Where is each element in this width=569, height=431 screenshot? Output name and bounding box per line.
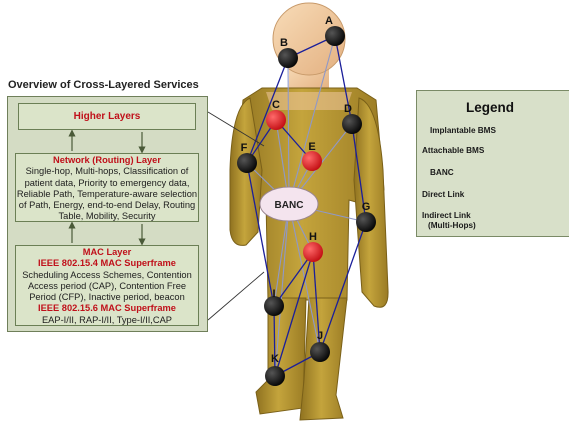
node-label-h: H <box>309 231 317 243</box>
higher-layers-box: Higher Layers <box>18 103 196 130</box>
mac-superframe-802-15-4: IEEE 802.15.4 MAC Superframe <box>16 258 198 269</box>
mac-superframe-802-15-6: IEEE 802.15.6 MAC Superframe <box>16 303 198 314</box>
node-label-i: I <box>272 288 275 300</box>
network-line: patient data, Priority to emergency data… <box>16 178 198 189</box>
node-a-attachable <box>325 26 345 46</box>
node-label-e: E <box>308 141 315 153</box>
legend-indirect-link-sublabel: (Multi-Hops) <box>428 221 476 231</box>
node-d-attachable <box>342 114 362 134</box>
legend-title: Legend <box>466 100 514 115</box>
node-label-c: C <box>272 99 280 111</box>
mac-line: Scheduling Access Schemes, Contention <box>16 270 198 281</box>
node-k-attachable <box>265 366 285 386</box>
node-b-attachable <box>278 48 298 68</box>
legend-indirect-link-label: Indirect Link <box>422 211 471 221</box>
node-label-f: F <box>241 142 248 154</box>
node-h-implantable <box>303 242 323 262</box>
higher-layers-label: Higher Layers <box>19 104 195 129</box>
network-layer-title: Network (Routing) Layer <box>16 155 198 166</box>
network-layer-box: Network (Routing) Layer Single-hop, Mult… <box>15 153 199 222</box>
overview-title: Overview of Cross-Layered Services <box>8 79 199 91</box>
mac-line: Period (CFP), Inactive period, beacon <box>16 292 198 303</box>
node-e-implantable <box>302 151 322 171</box>
legend-implantable-label: Implantable BMS <box>430 126 496 136</box>
mac-line-last: EAP-I/II, RAP-I/II, Type-I/II,CAP <box>16 315 198 326</box>
network-line: Single-hop, Multi-hops, Classification o… <box>16 166 198 177</box>
node-label-d: D <box>344 103 352 115</box>
legend-banc-label: BANC <box>430 168 454 178</box>
mac-layer-title: MAC Layer <box>16 247 198 258</box>
legend-attachable-label: Attachable BMS <box>422 146 484 156</box>
node-c-implantable <box>266 110 286 130</box>
node-g-attachable <box>356 212 376 232</box>
node-j-attachable <box>310 342 330 362</box>
node-label-j: J <box>317 330 323 342</box>
mac-connector-line <box>208 272 264 320</box>
node-label-g: G <box>362 201 371 213</box>
node-label-k: K <box>271 353 279 365</box>
network-line: of Path, Energy, end-to-end Delay, Routi… <box>16 200 198 211</box>
mac-line: Access period (CAP), Contention Free <box>16 281 198 292</box>
legend-direct-link-label: Direct Link <box>422 190 464 200</box>
node-f-attachable <box>237 153 257 173</box>
banc-label: BANC <box>275 200 304 211</box>
mac-layer-box: MAC Layer IEEE 802.15.4 MAC Superframe S… <box>15 245 199 326</box>
network-line: Table, Mobility, Security <box>16 211 198 222</box>
node-label-b: B <box>280 37 288 49</box>
node-label-a: A <box>325 15 333 27</box>
network-line: Reliable Path, Temperature-aware selecti… <box>16 189 198 200</box>
